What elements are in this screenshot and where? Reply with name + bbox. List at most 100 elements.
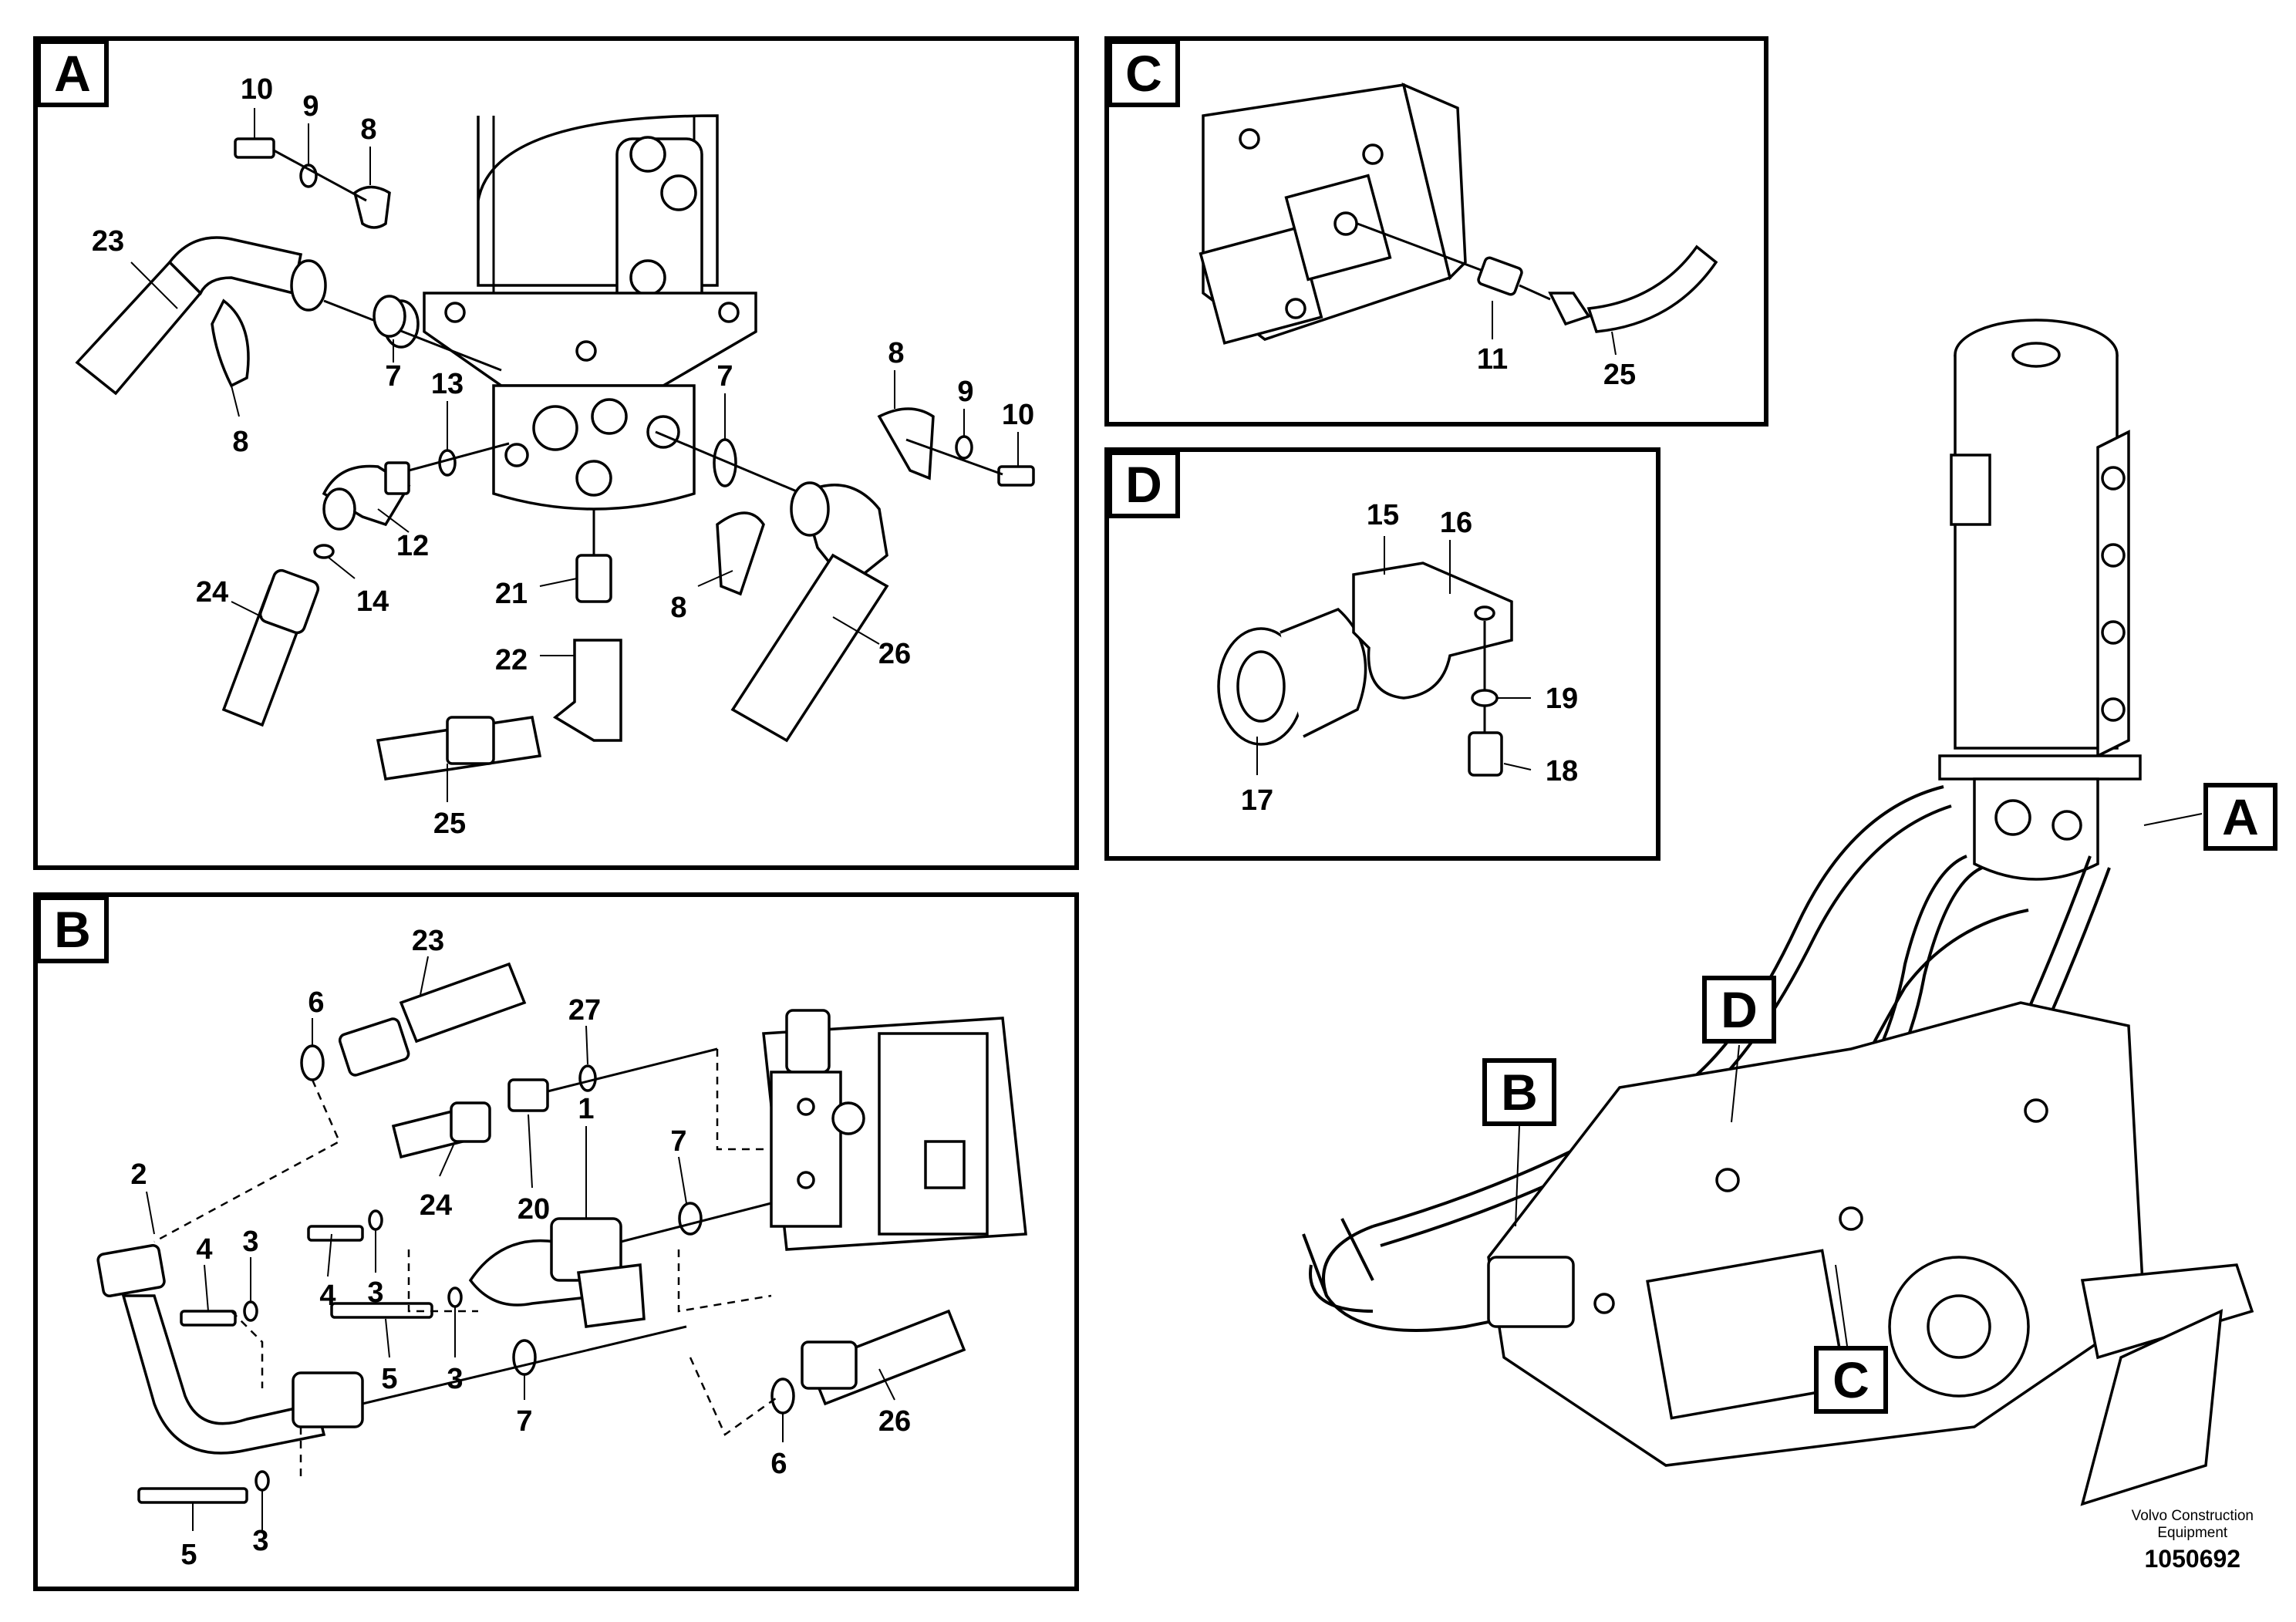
callout-3: 3 [367, 1276, 383, 1309]
panel-c: C 11 25 [1104, 36, 1768, 427]
callout-8: 8 [888, 337, 904, 369]
panel-d: D 15 16 19 17 18 [1104, 447, 1660, 861]
callout-1: 1 [578, 1093, 594, 1125]
brand-line-1: Volvo Construction [2131, 1508, 2254, 1524]
hose-26-nut [801, 1340, 858, 1390]
hose-23 [300, 962, 527, 1081]
fitting-21 [575, 554, 612, 603]
panel-b-label-box [36, 895, 109, 963]
callout-13: 13 [431, 368, 464, 400]
footer: Volvo Construction Equipment 1050692 [2132, 1508, 2254, 1573]
callout-7: 7 [670, 1125, 686, 1158]
panel-a-frame [33, 36, 1079, 870]
panel-d-frame [1104, 447, 1660, 861]
pointer-c [1835, 1264, 1848, 1347]
callout-27: 27 [568, 994, 601, 1027]
callout-9: 9 [302, 90, 319, 123]
panel-b-frame [33, 892, 1079, 1591]
drawing-number: 1050692 [2144, 1545, 2241, 1573]
bolt-4 [307, 1225, 364, 1242]
overview-label-box-a [2203, 783, 2277, 851]
bolt-4 [180, 1310, 237, 1327]
bushing-17 [1217, 607, 1367, 746]
panel-a: A [33, 36, 1079, 870]
callout-26: 26 [878, 1405, 911, 1438]
callout-24: 24 [196, 576, 228, 609]
pump [762, 1009, 1027, 1251]
panel-b: B [33, 892, 1079, 1591]
callout-5: 5 [381, 1363, 397, 1395]
hose-24-nut [450, 1101, 491, 1143]
callout-3: 3 [252, 1525, 268, 1557]
flange-block-1 [468, 1217, 646, 1328]
panel-b-leaders [146, 956, 895, 1531]
panel-c-label: C [1125, 45, 1162, 102]
washer-3 [255, 1470, 270, 1492]
overview-pump [1487, 1001, 2254, 1506]
callout-4: 4 [196, 1233, 212, 1266]
panel-a-leaders [130, 108, 1019, 802]
hose-24 [221, 568, 320, 727]
callout-21: 21 [495, 578, 528, 610]
o-ring-7 [512, 1339, 537, 1376]
o-ring-27 [578, 1064, 597, 1092]
callout-18: 18 [1546, 755, 1578, 787]
pointer-b [1515, 1125, 1520, 1227]
overview-label-c: C [1832, 1351, 1870, 1408]
fitting-11 [1477, 256, 1523, 296]
callout-6: 6 [308, 986, 324, 1019]
callout-5: 5 [180, 1539, 197, 1571]
fitting-20 [507, 1078, 549, 1112]
callout-4: 4 [319, 1280, 335, 1312]
elbow-12 [322, 461, 411, 531]
clamp-15 [1352, 561, 1513, 700]
o-ring-6 [770, 1378, 795, 1415]
tube-2 [96, 1243, 364, 1455]
overview-assembly: A D B C [1302, 319, 2277, 1506]
clamp-half-8 [716, 511, 765, 596]
callout-7: 7 [385, 360, 401, 393]
o-ring-7 [678, 1202, 703, 1236]
callout-7: 7 [516, 1405, 532, 1438]
panel-c-label-box [1108, 39, 1180, 107]
clamp-half-8 [353, 185, 391, 229]
bolt-10 [234, 137, 275, 159]
callout-11: 11 [1477, 343, 1508, 376]
callout-8: 8 [360, 113, 376, 146]
pointer-d [1731, 1044, 1740, 1123]
overview-label-b: B [1501, 1064, 1538, 1121]
callout-6: 6 [770, 1448, 787, 1480]
panel-a-label-box [36, 39, 109, 107]
callout-23: 23 [92, 225, 124, 258]
washer-3 [243, 1300, 258, 1322]
hose-26 [655, 430, 889, 743]
washer-3 [447, 1286, 463, 1308]
washer-3 [368, 1209, 383, 1231]
callout-2: 2 [130, 1158, 147, 1191]
bolt-5 [137, 1487, 248, 1504]
swivel-joint [423, 114, 757, 511]
o-ring-14 [313, 544, 335, 559]
callout-19: 19 [1546, 683, 1578, 715]
callout-17: 17 [1241, 784, 1273, 817]
clamp-half-8 [211, 298, 250, 388]
o-ring-7 [373, 295, 406, 338]
panel-d-label-box [1108, 450, 1180, 518]
callout-24: 24 [420, 1189, 452, 1222]
callout-15: 15 [1367, 499, 1399, 531]
o-ring-13 [438, 449, 457, 477]
callout-16: 16 [1440, 507, 1472, 539]
callout-22: 22 [495, 644, 528, 676]
pointer-a [2143, 813, 2203, 826]
overview-swivel [1938, 319, 2142, 881]
callout-12: 12 [396, 530, 429, 562]
hose-25 [376, 716, 542, 781]
panel-a-label: A [54, 45, 91, 102]
callout-23: 23 [412, 925, 444, 957]
overview-label-box-c [1814, 1346, 1888, 1414]
panel-b-label: B [54, 901, 91, 958]
callout-14: 14 [356, 585, 389, 618]
hose-25 [1586, 244, 1718, 333]
callout-3: 3 [447, 1363, 463, 1395]
